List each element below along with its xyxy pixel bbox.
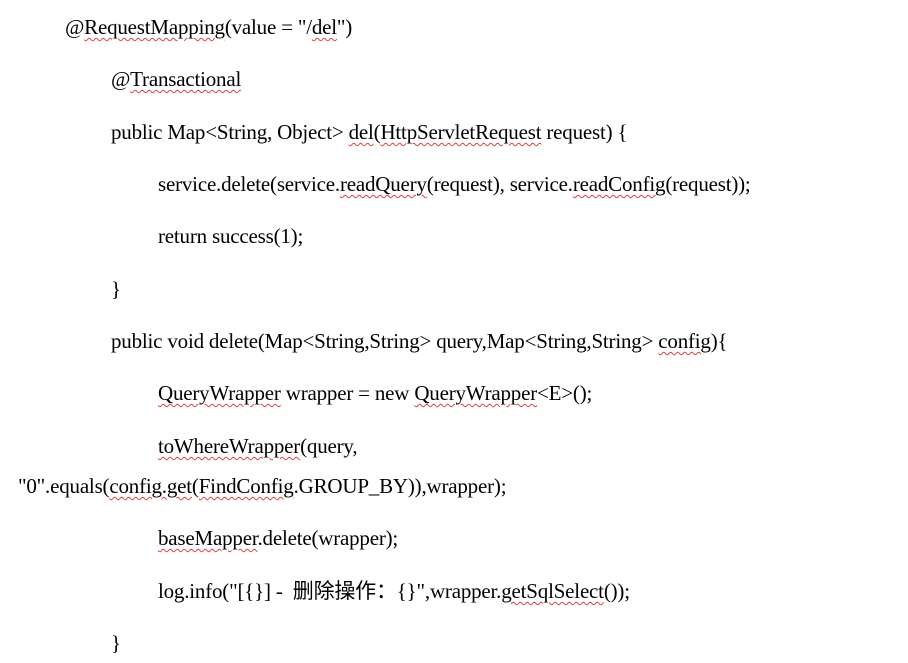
line-1-part-1: @ bbox=[65, 15, 85, 39]
line-3-part-3: ( bbox=[373, 120, 381, 144]
line-1-part-4: del bbox=[311, 15, 337, 39]
line-10-part-3: ( bbox=[191, 474, 199, 498]
code-line-1: @RequestMapping(value = "/del") bbox=[65, 14, 352, 40]
line-11-part-2: .delete(wrapper); bbox=[257, 526, 399, 550]
line-4-part-1: service.delete(service. bbox=[158, 172, 340, 196]
line-6-part-1: } bbox=[111, 277, 121, 301]
line-7-part-3: ){ bbox=[710, 329, 728, 353]
line-8-part-2: wrapper = new bbox=[280, 381, 415, 405]
line-11-part-1: baseMapper bbox=[158, 526, 258, 550]
code-line-2: @Transactional bbox=[111, 66, 241, 92]
line-4-part-4: readConfig bbox=[572, 172, 666, 196]
code-line-6: } bbox=[111, 276, 121, 302]
line-4-part-5: (request)); bbox=[665, 172, 751, 196]
line-3-part-5: request) { bbox=[541, 120, 628, 144]
line-10-part-4: FindConfig bbox=[198, 474, 294, 498]
line-7-part-1: public void delete(Map<String,String> qu… bbox=[111, 329, 659, 353]
line-4-part-3: (request), service. bbox=[426, 172, 573, 196]
code-line-3: public Map<String, Object> del(HttpServl… bbox=[111, 119, 628, 145]
line-8-part-4: <E>(); bbox=[537, 381, 593, 405]
line-10-part-2: config.get bbox=[109, 474, 192, 498]
code-line-4: service.delete(service.readQuery(request… bbox=[158, 171, 751, 197]
line-8-part-1: QueryWrapper bbox=[158, 381, 281, 405]
code-line-5: return success(1); bbox=[158, 223, 303, 249]
line-7-part-2: config bbox=[658, 329, 711, 353]
code-line-12: log.info("[{}] - 删除操作：{}",wrapper.getSql… bbox=[158, 578, 630, 604]
line-12-part-1: log.info("[{}] - 删除操作：{}",wrapper. bbox=[158, 579, 502, 603]
line-9-part-2: (query, bbox=[300, 434, 358, 458]
code-line-8: QueryWrapper wrapper = new QueryWrapper<… bbox=[158, 380, 592, 406]
line-8-part-3: QueryWrapper bbox=[414, 381, 537, 405]
line-3-part-1: public Map<String, Object> bbox=[111, 120, 349, 144]
line-3-part-4: HttpServletRequest bbox=[380, 120, 542, 144]
line-1-part-2: RequestMapping bbox=[84, 15, 225, 39]
code-line-10: "0".equals(config.get(FindConfig.GROUP_B… bbox=[18, 473, 507, 499]
line-2-part-2: Transactional bbox=[130, 67, 242, 91]
line-1-part-5: ") bbox=[336, 15, 353, 39]
line-2-part-1: @ bbox=[111, 67, 131, 91]
code-line-11: baseMapper.delete(wrapper); bbox=[158, 525, 398, 551]
line-4-part-2: readQuery bbox=[339, 172, 427, 196]
line-12-part-2: getSqlSelect bbox=[501, 579, 604, 603]
line-5-part-1: return success(1); bbox=[158, 224, 304, 248]
code-line-7: public void delete(Map<String,String> qu… bbox=[111, 328, 728, 354]
line-9-part-1: toWhereWrapper bbox=[158, 434, 301, 458]
line-1-part-3: (value = "/ bbox=[224, 15, 312, 39]
code-line-9: toWhereWrapper(query, bbox=[158, 433, 358, 459]
line-13-part-1: } bbox=[111, 631, 121, 655]
line-12-part-3: ()); bbox=[603, 579, 630, 603]
line-10-part-1: "0".equals( bbox=[18, 474, 110, 498]
line-10-part-5: .GROUP_BY)),wrapper); bbox=[293, 474, 507, 498]
line-3-part-2: del bbox=[348, 120, 374, 144]
code-line-13: } bbox=[111, 630, 121, 656]
